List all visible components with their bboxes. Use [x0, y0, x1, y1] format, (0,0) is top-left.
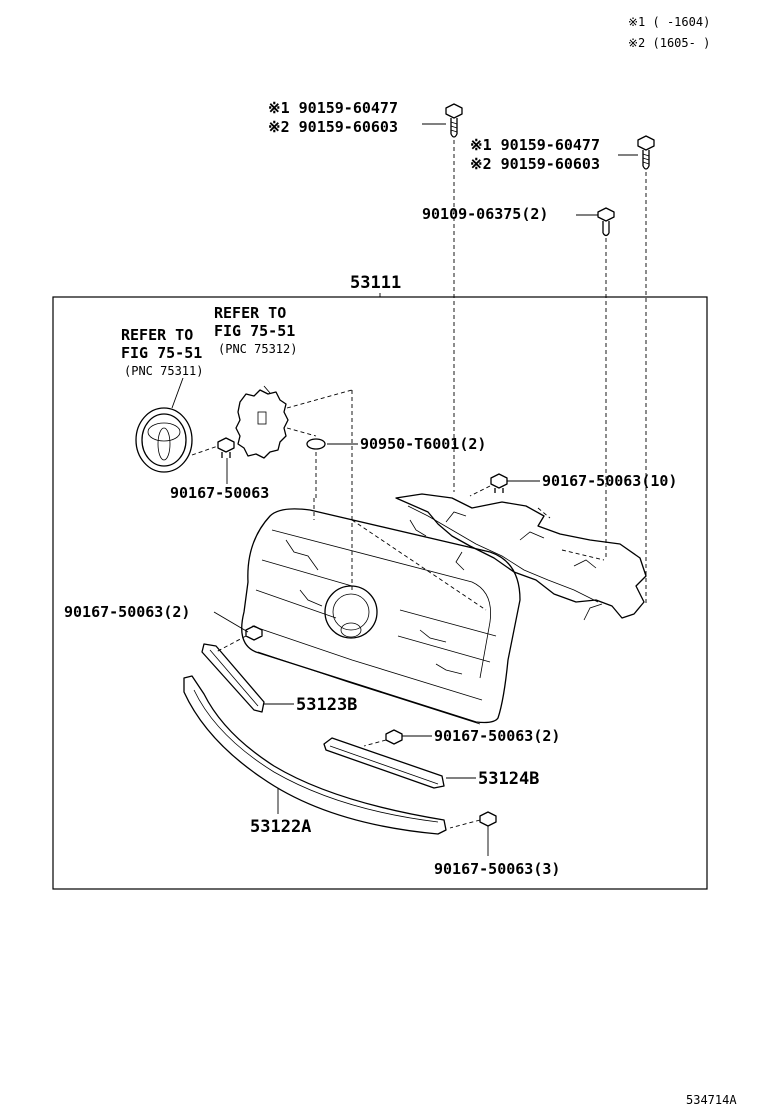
refer-note-2-line-1: REFER TO	[121, 326, 193, 344]
refer-note-1-line-3: (PNC 75312)	[218, 342, 297, 356]
bolt-b-number-1: ※1 90159-60477	[470, 136, 600, 154]
right-clip-number: 90167-50063(2)	[434, 727, 560, 745]
bolt-a-number-1: ※1 90159-60477	[268, 99, 398, 117]
left-clip-leader	[213, 611, 249, 633]
bracket-clip-icon	[490, 473, 508, 493]
emblem-base-icon	[235, 389, 289, 459]
bolt-a-icon	[445, 103, 463, 138]
refer-note-1-line-1: REFER TO	[214, 304, 286, 322]
bolt-a-number-2: ※2 90159-60603	[268, 118, 398, 136]
emblem-front-icon	[135, 407, 193, 473]
emblem-clip-install-line	[191, 445, 219, 456]
radiator-grille-icon	[241, 508, 521, 725]
bolt-c-number: 90109-06375(2)	[422, 205, 548, 223]
applicability-note-1: ※1 ( -1604)	[628, 15, 710, 29]
right-clip-install-line	[363, 739, 387, 747]
seal-number: 90950-T6001(2)	[360, 435, 486, 453]
seal-icon	[306, 438, 326, 450]
bracket-install-lines	[537, 507, 605, 561]
bracket-clip-install-line	[469, 485, 491, 497]
emblem-front-leader	[171, 377, 184, 409]
left-clip-number: 90167-50063(2)	[64, 603, 190, 621]
figure-id: 534714A	[686, 1093, 737, 1107]
right-molding-icon	[323, 737, 445, 789]
left-clip-icon	[245, 625, 263, 641]
grille-retainer-bracket-icon	[395, 493, 647, 621]
emblem-clip-icon	[217, 437, 235, 458]
refer-note-1-line-2: FIG 75-51	[214, 322, 295, 340]
lower-clip-icon	[479, 811, 497, 827]
lower-clip-install-line	[449, 819, 481, 829]
bolt-c-icon	[597, 207, 615, 237]
refer-note-2-line-3: (PNC 75311)	[124, 364, 203, 378]
emblem-install-lines	[286, 389, 353, 437]
lower-molding-icon	[183, 675, 447, 835]
bolt-b-icon	[637, 135, 655, 170]
grille-install-lines	[313, 498, 487, 611]
grille-assy-frame	[52, 296, 708, 890]
lower-molding-number: 53122A	[250, 817, 311, 837]
emblem-clip-number: 90167-50063	[170, 484, 269, 502]
left-molding-number: 53123B	[296, 695, 357, 715]
left-clip-install-line	[215, 635, 247, 653]
emblem-base-leader	[263, 385, 271, 394]
lower-clip-number: 90167-50063(3)	[434, 860, 560, 878]
grille-assy-number: 53111	[350, 273, 401, 293]
bolt-b-number-2: ※2 90159-60603	[470, 155, 600, 173]
right-molding-number: 53124B	[478, 769, 539, 789]
right-clip-icon	[385, 729, 403, 745]
bracket-clip-number: 90167-50063(10)	[542, 472, 677, 490]
left-molding-icon	[201, 643, 265, 713]
refer-note-2-line-2: FIG 75-51	[121, 344, 202, 362]
applicability-note-2: ※2 (1605- )	[628, 36, 710, 50]
